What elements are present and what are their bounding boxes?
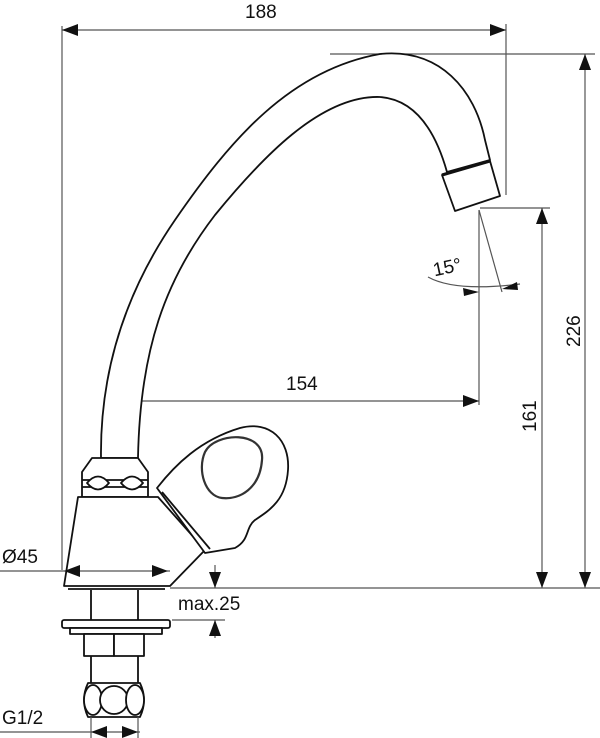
aerator	[441, 159, 501, 212]
spout-reach-label: 154	[286, 374, 318, 395]
base-diameter-label: Ø45	[2, 547, 38, 568]
thread-label: G1/2	[2, 708, 43, 729]
overall-width-label: 188	[245, 2, 277, 23]
deck-thickness-label: max.25	[178, 594, 240, 615]
lever-handle	[156, 425, 289, 554]
dimension-base-diameter: Ø45	[0, 547, 170, 577]
outlet-height-label: 161	[520, 400, 541, 432]
dimension-deck-thickness: max.25	[172, 565, 240, 638]
shank	[61, 590, 171, 718]
dimension-spout-angle: 15°	[427, 209, 521, 296]
overall-height-label: 226	[564, 315, 585, 347]
dimension-thread: G1/2	[0, 708, 140, 738]
spout-angle-label: 15°	[431, 255, 463, 282]
dimension-overall-height: 226	[330, 53, 595, 588]
base-collar	[81, 457, 149, 498]
spout	[100, 52, 491, 459]
dimension-overall-width: 188	[61, 2, 507, 570]
dimension-outlet-height: 161	[480, 207, 550, 588]
